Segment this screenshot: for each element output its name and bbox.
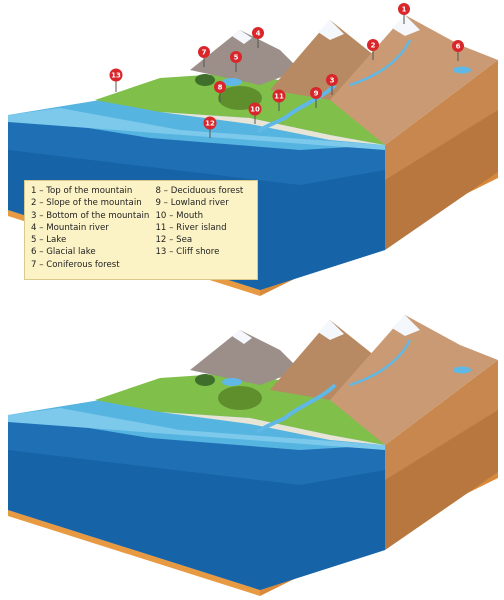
- marker-label-9: 9: [314, 90, 319, 98]
- legend-column-left: 1 – Top of the mountain 2 – Slope of the…: [31, 186, 149, 274]
- legend-item: 4 – Mountain river: [31, 222, 109, 233]
- marker-label-11: 11: [274, 93, 284, 101]
- legend-item: 10 – Mouth: [155, 210, 204, 221]
- deep-water: [8, 450, 385, 590]
- marker-2: 2: [367, 39, 379, 60]
- legend-item: 9 – Lowland river: [155, 198, 229, 209]
- mountain-river: [349, 339, 412, 387]
- sand-strip-front: [8, 510, 260, 596]
- mountain-left: [190, 330, 300, 385]
- snow-cap-left: [232, 330, 252, 344]
- lake: [222, 378, 242, 386]
- snow-cap-right: [392, 315, 420, 336]
- legend-item: 11 – River island: [155, 222, 227, 233]
- mountain-left: [190, 30, 300, 85]
- marker-6: 6: [452, 40, 464, 61]
- earth-layer: [385, 410, 498, 550]
- marker-label-2: 2: [371, 42, 376, 50]
- marker-1: 1: [398, 3, 410, 24]
- marker-label-7: 7: [202, 49, 207, 57]
- landscape-block-unlabelled: [8, 315, 498, 596]
- marker-label-13: 13: [111, 72, 121, 80]
- mountain-river: [349, 39, 412, 87]
- lake: [222, 78, 242, 86]
- marker-label-1: 1: [402, 6, 407, 14]
- marker-label-4: 4: [256, 30, 261, 38]
- earth-layer: [385, 110, 498, 250]
- sea-foam: [8, 408, 385, 450]
- legend-item: 6 – Glacial lake: [31, 247, 96, 258]
- marker-9: 9: [310, 87, 322, 108]
- legend-item: 13 – Cliff shore: [155, 247, 220, 258]
- glacial-lake: [453, 366, 471, 374]
- lowland-river: [256, 383, 337, 434]
- marker-7: 7: [198, 46, 210, 67]
- legend-item: 1 – Top of the mountain: [31, 186, 133, 196]
- marker-8: 8: [214, 81, 226, 102]
- marker-label-8: 8: [218, 84, 223, 92]
- marker-label-12: 12: [205, 120, 215, 128]
- glacial-lake: [453, 66, 471, 74]
- marker-11: 11: [272, 89, 286, 111]
- marker-label-3: 3: [330, 77, 335, 85]
- sea-surface: [8, 400, 385, 450]
- legend-item: 12 – Sea: [155, 235, 193, 246]
- legend-item: 8 – Deciduous forest: [155, 186, 244, 196]
- marker-3: 3: [326, 74, 338, 95]
- marker-4: 4: [252, 27, 264, 48]
- snow-cap-middle: [318, 20, 344, 40]
- snow-cap-right: [392, 15, 420, 36]
- marker-12: 12: [203, 116, 217, 138]
- marker-13: 13: [109, 68, 123, 92]
- coniferous-forest: [195, 374, 215, 386]
- legend-item: 3 – Bottom of the mountain: [31, 210, 150, 221]
- marker-10: 10: [248, 102, 262, 124]
- snow-cap-middle: [318, 320, 344, 340]
- legend-item: 2 – Slope of the mountain: [31, 198, 142, 209]
- legend-column-right: 8 – Deciduous forest 9 – Lowland river 1…: [155, 186, 251, 274]
- legend-item: 5 – Lake: [31, 235, 67, 246]
- legend-item: 7 – Coniferous forest: [31, 259, 120, 270]
- marker-label-10: 10: [250, 106, 260, 114]
- mountain-right: [330, 315, 498, 445]
- legend-box: 1 – Top of the mountain 2 – Slope of the…: [24, 180, 258, 280]
- snow-cap-left: [232, 30, 252, 44]
- coniferous-forest: [195, 74, 215, 86]
- labelled-landscape-diagram: 1 2 3 4 5 6 7: [8, 3, 498, 296]
- marker-label-6: 6: [456, 43, 461, 51]
- cliff-shore-edge: [160, 412, 385, 445]
- cliff-shore-edge: [160, 112, 385, 145]
- deciduous-forest: [218, 386, 262, 410]
- sea-surface: [8, 100, 385, 150]
- marker-label-5: 5: [234, 54, 239, 62]
- unlabelled-landscape-diagram: [0, 300, 504, 600]
- sea-foam: [8, 108, 385, 150]
- marker-5: 5: [230, 51, 242, 72]
